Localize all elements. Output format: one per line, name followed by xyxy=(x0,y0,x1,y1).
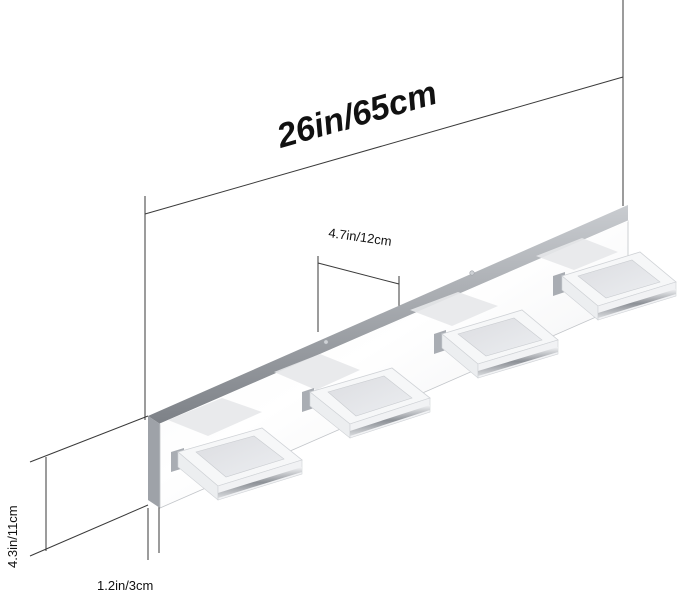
width-label: 26in/65cm xyxy=(272,74,442,156)
backplate xyxy=(148,205,629,509)
light-head xyxy=(274,354,431,439)
led-panel xyxy=(195,435,285,478)
depth-label: 1.2in/3cm xyxy=(97,578,153,593)
height-extension-bottom xyxy=(29,504,149,557)
led-panel xyxy=(327,375,413,417)
screw-cap-icon xyxy=(323,339,329,345)
spacing-dimension-line xyxy=(317,262,400,285)
height-label: 4.3in/11cm xyxy=(5,505,20,568)
led-panel xyxy=(457,317,543,357)
light-head xyxy=(536,238,677,321)
width-dimension-line xyxy=(144,76,624,215)
height-extension-top xyxy=(29,415,149,463)
screw-cap-icon xyxy=(469,270,475,276)
depth-dimension: 1.2in/3cm xyxy=(97,506,160,593)
led-panel xyxy=(577,259,661,299)
light-head xyxy=(410,292,559,379)
height-dimension: 4.3in/11cm xyxy=(5,415,149,568)
spacing-label: 4.7in/12cm xyxy=(328,225,393,249)
light-head xyxy=(168,398,303,501)
